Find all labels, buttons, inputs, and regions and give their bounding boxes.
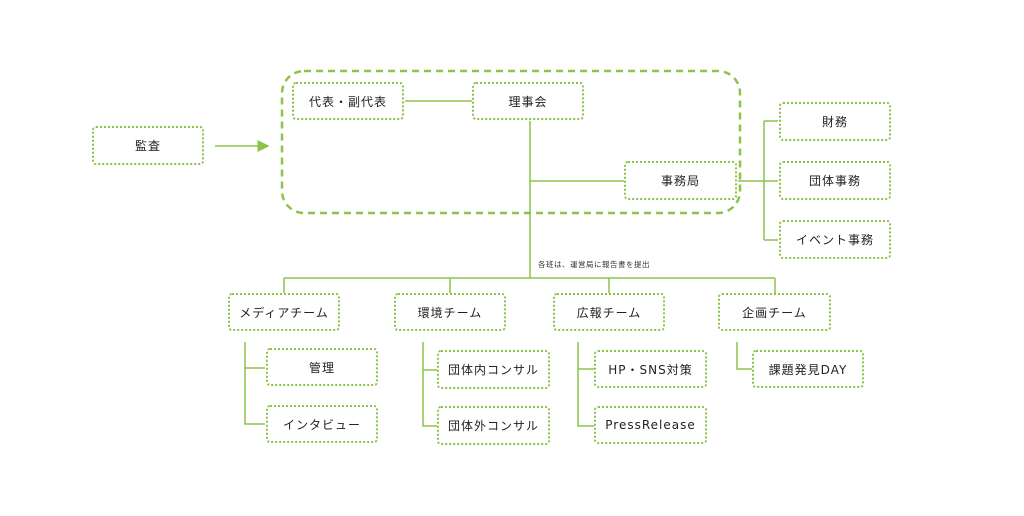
executive-group-frame — [280, 69, 742, 215]
node-finance-label: 財務 — [821, 115, 848, 129]
connector-kikaku-sub — [736, 342, 752, 370]
node-planning-team: 企画チーム — [718, 293, 831, 331]
node-external-consulting: 団体外コンサル — [437, 406, 550, 445]
node-internal-consulting-label: 団体内コンサル — [447, 363, 539, 377]
connector-koho-sub — [577, 342, 594, 427]
connector-kankyo-sub — [422, 342, 437, 427]
node-event-affairs-label: イベント事務 — [795, 233, 874, 247]
node-planning-team-label: 企画チーム — [742, 305, 807, 320]
node-audit-label: 監査 — [134, 139, 161, 153]
node-interview-label: インタビュー — [282, 417, 361, 432]
node-problem-discovery-day: 課題発見DAY — [752, 350, 864, 388]
report-note: 各班は、運営局に報告書を提出 — [538, 260, 650, 269]
node-board: 理事会 — [472, 82, 584, 120]
node-hp-sns-label: HP・SNS対策 — [608, 362, 693, 377]
node-problem-discovery-day-label: 課題発見DAY — [768, 362, 848, 377]
node-finance: 財務 — [779, 102, 891, 141]
node-representative: 代表・副代表 — [292, 82, 404, 120]
node-representative-label: 代表・副代表 — [308, 94, 387, 109]
node-event-affairs: イベント事務 — [779, 220, 891, 259]
node-org-affairs-label: 団体事務 — [808, 174, 861, 188]
node-internal-consulting: 団体内コンサル — [437, 350, 550, 389]
node-media-team-label: メディアチーム — [239, 305, 329, 320]
node-audit: 監査 — [92, 126, 204, 165]
node-press-release-label: PressRelease — [605, 418, 696, 432]
node-secretariat: 事務局 — [624, 161, 737, 200]
node-press-release: PressRelease — [594, 406, 707, 444]
node-management: 管理 — [266, 348, 378, 386]
node-management-label: 管理 — [308, 360, 335, 375]
node-environment-team: 環境チーム — [394, 293, 506, 331]
connector-media-sub — [244, 342, 265, 425]
node-environment-team-label: 環境チーム — [417, 305, 483, 320]
node-board-label: 理事会 — [508, 94, 548, 109]
node-media-team: メディアチーム — [228, 293, 340, 331]
node-pr-team-label: 広報チーム — [576, 305, 642, 320]
node-pr-team: 広報チーム — [553, 293, 665, 331]
node-interview: インタビュー — [266, 405, 378, 443]
node-org-affairs: 団体事務 — [779, 161, 891, 200]
node-secretariat-label: 事務局 — [660, 174, 700, 188]
node-hp-sns: HP・SNS対策 — [594, 350, 707, 388]
node-external-consulting-label: 団体外コンサル — [447, 419, 539, 433]
